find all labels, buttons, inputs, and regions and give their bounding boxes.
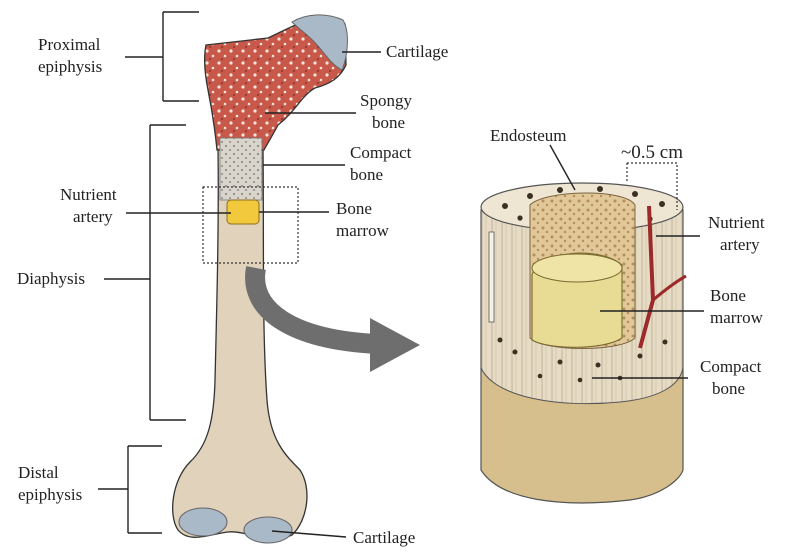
section-marrow-top: [532, 254, 622, 282]
label-cartilage-bottom: Cartilage: [353, 528, 415, 547]
brackets: [98, 12, 199, 533]
label-nutrient-artery-right-2: artery: [720, 235, 760, 254]
label-bone-marrow-right-2: marrow: [710, 308, 764, 327]
label-bone-marrow-left-2: marrow: [336, 221, 390, 240]
label-diaphysis: Diaphysis: [17, 269, 85, 288]
label-cartilage-top: Cartilage: [386, 42, 448, 61]
label-nutrient-artery-right-1: Nutrient: [708, 213, 765, 232]
label-proximal-epiphysis-1: Proximal: [38, 35, 101, 54]
label-nutrient-artery-left-2: artery: [73, 207, 113, 226]
cartilage-bottom-right: [244, 517, 292, 543]
label-distal-epiphysis-1: Distal: [18, 463, 59, 482]
label-bone-marrow-left-1: Bone: [336, 199, 372, 218]
bracket-diaphysis: [104, 125, 186, 420]
label-endosteum: Endosteum: [490, 126, 567, 145]
label-proximal-epiphysis-2: epiphysis: [38, 57, 102, 76]
zoom-arrow: [255, 268, 420, 372]
label-scale: ~0.5 cm: [621, 142, 683, 163]
label-spongy-bone-2: bone: [372, 113, 405, 132]
zoom-arrow-head: [370, 318, 420, 372]
bracket-distal: [98, 446, 162, 533]
bone-section: [481, 163, 686, 503]
marrow-left: [227, 200, 259, 224]
section-canal: [489, 232, 494, 322]
bracket-proximal: [125, 12, 199, 101]
label-spongy-bone-1: Spongy: [360, 91, 412, 110]
label-compact-bone-left-1: Compact: [350, 143, 412, 162]
zoom-arrow-body: [255, 268, 378, 344]
label-distal-epiphysis-2: epiphysis: [18, 485, 82, 504]
cartilage-bottom-left: [179, 508, 227, 536]
label-nutrient-artery-left-1: Nutrient: [60, 185, 117, 204]
label-compact-bone-left-2: bone: [350, 165, 383, 184]
label-bone-marrow-right-1: Bone: [710, 286, 746, 305]
compact-zone: [220, 138, 262, 200]
label-compact-bone-right-1: Compact: [700, 357, 762, 376]
label-compact-bone-right-2: bone: [712, 379, 745, 398]
